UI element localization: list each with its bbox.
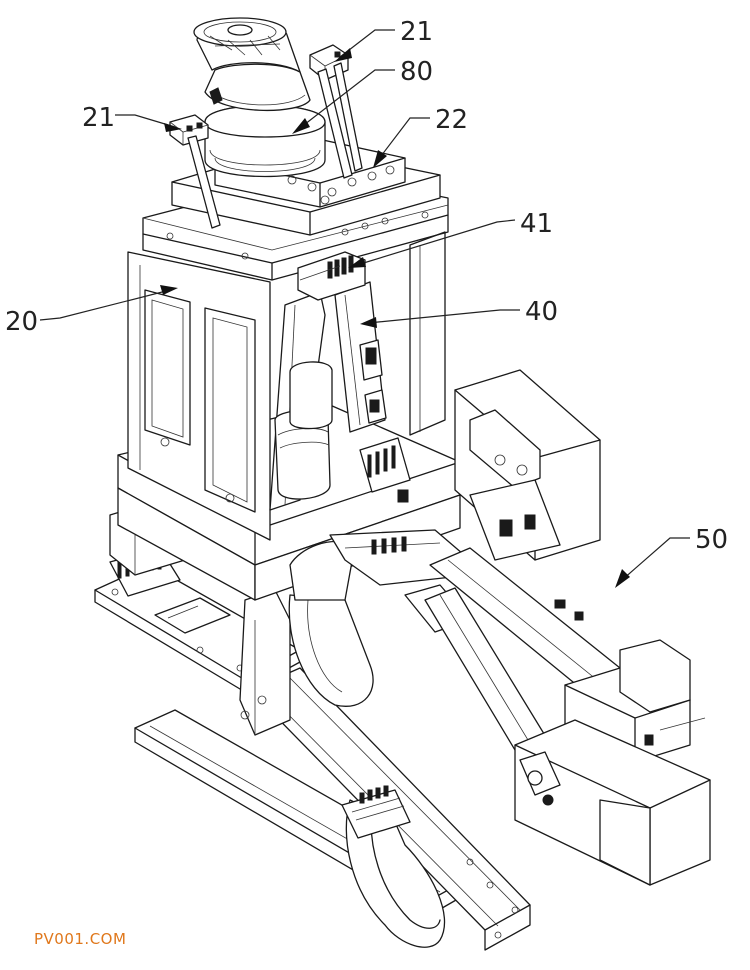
callout-leaders	[39, 29, 690, 588]
bracket-left	[169, 114, 221, 229]
callout-80: 80	[400, 57, 433, 87]
callout-22: 22	[435, 105, 468, 135]
callout-21-top: 21	[400, 17, 433, 47]
cable-chain-front	[288, 529, 471, 707]
callout-40: 40	[525, 297, 558, 327]
watermark: PV001.COM	[34, 930, 127, 948]
internal-actuator	[269, 251, 411, 511]
conical-part	[193, 17, 326, 178]
bracket-right	[309, 44, 363, 179]
callout-41: 41	[520, 209, 553, 239]
lower-rail-assembly	[134, 667, 531, 951]
callout-21-left: 21	[82, 103, 115, 133]
callout-20: 20	[5, 307, 38, 337]
callout-50: 50	[695, 525, 728, 555]
base-plate	[94, 499, 301, 736]
linear-module	[424, 369, 711, 886]
